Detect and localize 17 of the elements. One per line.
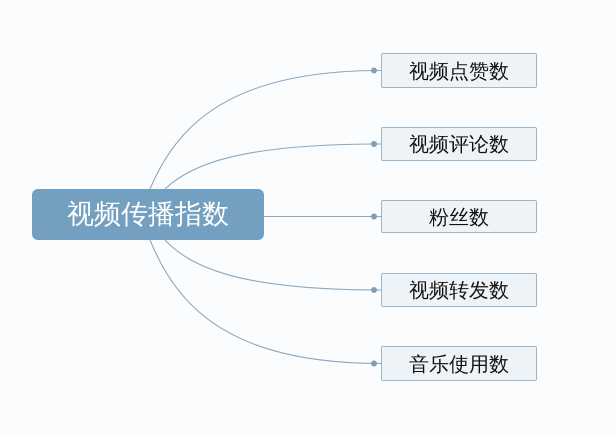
subtopic-label: 视频点赞数	[409, 60, 509, 82]
central-topic-label: 视频传播指数	[67, 200, 229, 230]
connector-line	[164, 240, 381, 293]
subtopic-label: 粉丝数	[429, 206, 489, 228]
connector-line	[164, 141, 381, 190]
subtopic-box	[381, 346, 537, 381]
subtopic-box	[381, 127, 537, 161]
connector-line	[150, 240, 382, 366]
subtopic-box	[381, 53, 537, 88]
central-topic-box	[32, 189, 264, 240]
subtopic-label: 视频转发数	[409, 279, 509, 301]
subtopic-box	[381, 200, 537, 233]
connector-line	[264, 214, 381, 220]
subtopic-label: 音乐使用数	[409, 352, 509, 374]
subtopic-box	[381, 273, 537, 307]
connector-line	[150, 68, 382, 190]
subtopic-label: 视频评论数	[409, 133, 509, 155]
